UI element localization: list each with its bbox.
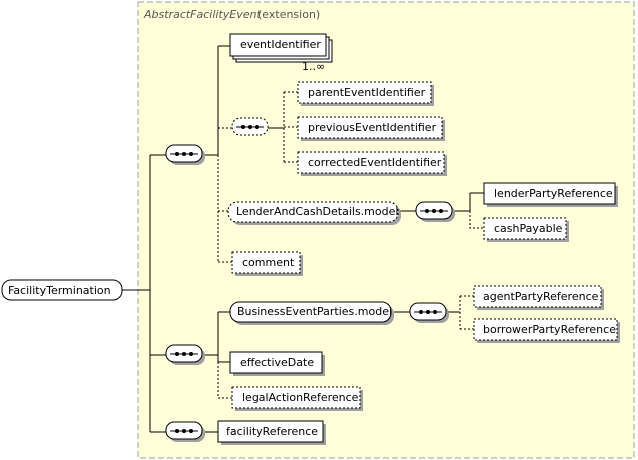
element-effective-date[interactable]: effectiveDate: [229, 351, 325, 376]
sequence-compositor-2: [165, 344, 205, 365]
element-borrower-party-reference[interactable]: borrowerPartyReference: [473, 318, 620, 343]
element-legal-action-reference[interactable]: legalActionReference: [231, 386, 363, 411]
borrower-party-reference-label: borrowerPartyReference: [483, 323, 616, 336]
previous-event-identifier-label: previousEventIdentifier: [308, 121, 437, 134]
group-lender-and-cash-details-model[interactable]: LenderAndCashDetails.model: [227, 201, 401, 225]
element-agent-party-reference[interactable]: agentPartyReference: [473, 285, 604, 310]
extension-base-type: AbstractFacilityEvent: [143, 8, 261, 21]
event-identifier-label: eventIdentifier: [240, 38, 321, 51]
element-comment[interactable]: comment: [231, 251, 303, 276]
choice-compositor: [231, 117, 269, 136]
element-corrected-event-identifier[interactable]: correctedEventIdentifier: [297, 151, 447, 176]
element-facility-reference[interactable]: facilityReference: [217, 420, 326, 445]
corrected-event-identifier-label: correctedEventIdentifier: [308, 156, 442, 169]
sequence-compositor-parties: [409, 302, 449, 323]
effective-date-label: effectiveDate: [240, 356, 314, 369]
facility-reference-label: facilityReference: [226, 425, 318, 438]
sequence-compositor-1: [165, 144, 205, 165]
element-previous-event-identifier[interactable]: previousEventIdentifier: [297, 116, 445, 141]
element-lender-party-reference[interactable]: lenderPartyReference: [483, 182, 618, 207]
sequence-compositor-lender: [415, 201, 455, 222]
lender-party-reference-label: lenderPartyReference: [494, 187, 613, 200]
agent-party-reference-label: agentPartyReference: [483, 290, 599, 303]
comment-label: comment: [242, 256, 295, 269]
legal-action-reference-label: legalActionReference: [242, 391, 359, 404]
root-element[interactable]: FacilityTermination: [1, 279, 123, 301]
event-identifier-cardinality: 1..∞: [302, 60, 325, 73]
connectors: [122, 45, 484, 433]
element-event-identifier[interactable]: eventIdentifier 1..∞: [229, 33, 333, 73]
element-cash-payable[interactable]: cashPayable: [483, 217, 569, 242]
lender-and-cash-details-model-label: LenderAndCashDetails.model: [236, 205, 398, 218]
element-parent-event-identifier[interactable]: parentEventIdentifier: [297, 81, 434, 106]
group-business-event-parties-model[interactable]: BusinessEventParties.model: [229, 301, 394, 325]
root-label: FacilityTermination: [8, 284, 111, 297]
business-event-parties-model-label: BusinessEventParties.model: [237, 305, 392, 318]
extension-suffix: (extension): [258, 8, 320, 21]
sequence-compositor-3: [165, 421, 205, 442]
parent-event-identifier-label: parentEventIdentifier: [308, 86, 426, 99]
cash-payable-label: cashPayable: [494, 222, 563, 235]
